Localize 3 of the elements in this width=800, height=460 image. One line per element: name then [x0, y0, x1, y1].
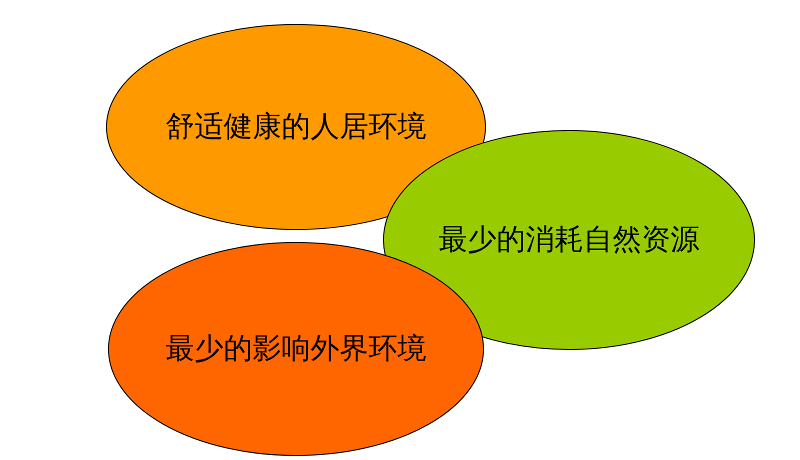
- ellipse-label: 舒适健康的人居环境: [166, 108, 426, 145]
- ellipse-label: 最少的影响外界环境: [166, 330, 426, 367]
- ellipse-label: 最少的消耗自然资源: [438, 221, 700, 258]
